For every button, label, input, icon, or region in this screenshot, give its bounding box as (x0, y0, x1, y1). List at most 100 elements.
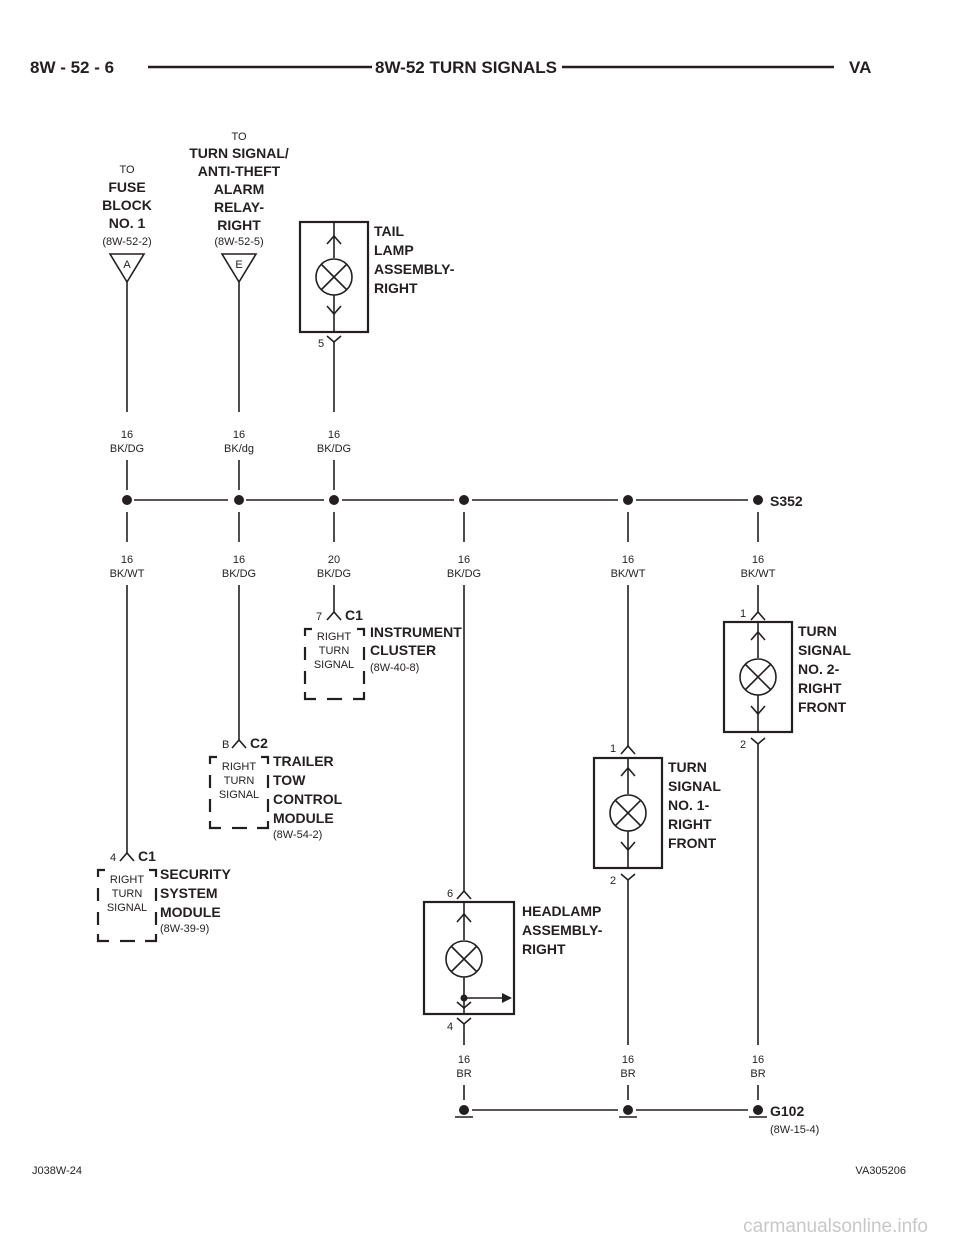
svg-text:TURN: TURN (668, 759, 707, 775)
wire-label-lower-2: 16 BK/DG (222, 554, 256, 580)
svg-text:TURN SIGNAL/: TURN SIGNAL/ (189, 145, 289, 161)
header-title: 8W-52 TURN SIGNALS (375, 58, 557, 77)
svg-text:BK/dg: BK/dg (224, 443, 254, 455)
svg-text:(8W-39-9): (8W-39-9) (160, 923, 209, 935)
svg-text:TO: TO (231, 131, 247, 143)
tail-lamp-pin: 5 (318, 338, 324, 350)
svg-text:BK/DG: BK/DG (317, 568, 351, 580)
svg-text:16: 16 (622, 1054, 634, 1066)
svg-text:RIGHT: RIGHT (668, 816, 712, 832)
splice-node-6 (753, 495, 763, 505)
trailer-pin-terminal (231, 738, 247, 749)
svg-text:TURN: TURN (319, 645, 350, 657)
security-connector: C1 (138, 848, 156, 864)
svg-text:(8W-54-2): (8W-54-2) (273, 829, 322, 841)
security-label: SECURITY SYSTEM MODULE (8W-39-9) (160, 866, 231, 935)
svg-text:RIGHT: RIGHT (217, 217, 261, 233)
svg-text:TURN: TURN (798, 623, 837, 639)
ground-node-1 (455, 1105, 473, 1118)
cluster-signal-label: RIGHT TURN SIGNAL (314, 631, 354, 671)
svg-text:16: 16 (458, 554, 470, 566)
svg-text:BK/WT: BK/WT (741, 568, 776, 580)
trailer-pin: B (222, 739, 229, 751)
svg-text:16: 16 (752, 1054, 764, 1066)
svg-text:BK/DG: BK/DG (317, 443, 351, 455)
splice-node-3 (329, 495, 339, 505)
svg-text:RIGHT: RIGHT (522, 941, 566, 957)
turn-signal-1-label: TURN SIGNAL NO. 1- RIGHT FRONT (668, 759, 721, 851)
svg-text:(8W-52-2): (8W-52-2) (102, 236, 151, 248)
svg-text:RIGHT: RIGHT (222, 761, 257, 773)
svg-text:RIGHT: RIGHT (798, 680, 842, 696)
svg-text:SECURITY: SECURITY (160, 866, 231, 882)
turn-signal-2-bulb-icon (739, 622, 777, 732)
fuse-block-pin: A (123, 259, 131, 271)
splice-node-1 (122, 495, 132, 505)
svg-text:CONTROL: CONTROL (273, 791, 343, 807)
svg-text:RIGHT: RIGHT (317, 631, 352, 643)
trailer-connector: C2 (250, 735, 268, 751)
footer-right-code: VA305206 (855, 1165, 906, 1177)
wire-label-ground-3: 16 BR (750, 1054, 765, 1080)
svg-text:BR: BR (620, 1068, 635, 1080)
splice-node-2 (234, 495, 244, 505)
security-pin-terminal (119, 851, 135, 862)
cluster-dashed-box (303, 627, 366, 701)
security-signal-label: RIGHT TURN SIGNAL (107, 874, 147, 914)
wire-label-ground-2: 16 BR (620, 1054, 635, 1080)
svg-text:TURN: TURN (112, 888, 143, 900)
fuse-block-label: TO FUSE BLOCK NO. 1 (8W-52-2) (102, 164, 152, 248)
svg-text:16: 16 (752, 554, 764, 566)
svg-text:BR: BR (456, 1068, 471, 1080)
svg-text:FRONT: FRONT (668, 835, 717, 851)
relay-connector-triangle (220, 253, 258, 284)
svg-text:16: 16 (622, 554, 634, 566)
wire-label-lower-5: 16 BK/WT (611, 554, 646, 580)
svg-text:BK/DG: BK/DG (447, 568, 481, 580)
svg-text:LAMP: LAMP (374, 242, 414, 258)
svg-text:SIGNAL: SIGNAL (219, 789, 259, 801)
svg-text:16: 16 (233, 554, 245, 566)
headlamp-pin-bottom: 4 (447, 1021, 453, 1033)
ground-node-3 (749, 1105, 767, 1118)
trailer-dashed-box (208, 755, 270, 830)
turn-signal-2-top-terminal (750, 610, 766, 621)
tail-lamp-label: TAIL LAMP ASSEMBLY- RIGHT (374, 223, 455, 296)
wire-label-lower-4: 16 BK/DG (447, 554, 481, 580)
svg-text:(8W-52-5): (8W-52-5) (214, 236, 263, 248)
svg-text:BLOCK: BLOCK (102, 197, 152, 213)
svg-text:SIGNAL: SIGNAL (798, 642, 851, 658)
trailer-signal-label: RIGHT TURN SIGNAL (219, 761, 259, 801)
fuse-block-connector-triangle (108, 253, 146, 284)
tail-lamp-pin-terminal (326, 335, 342, 344)
svg-text:BK/DG: BK/DG (110, 443, 144, 455)
security-pin: 4 (110, 852, 116, 864)
ground-node-2 (619, 1105, 637, 1118)
headlamp-bulb-icon (445, 902, 512, 1014)
trailer-label: TRAILER TOW CONTROL MODULE (8W-54-2) (273, 753, 343, 841)
ground-label-g102: G102 (770, 1103, 804, 1119)
svg-text:SYSTEM: SYSTEM (160, 885, 218, 901)
turn-signal-1-bottom-terminal (620, 873, 636, 882)
svg-text:SIGNAL: SIGNAL (107, 902, 147, 914)
svg-text:RELAY-: RELAY- (214, 199, 264, 215)
headlamp-box (422, 900, 516, 1016)
headlamp-label: HEADLAMP ASSEMBLY- RIGHT (522, 903, 603, 957)
svg-text:TAIL: TAIL (374, 223, 405, 239)
svg-text:RIGHT: RIGHT (374, 280, 418, 296)
relay-pin: E (235, 259, 242, 271)
footer-watermark: carmanualsonline.info (743, 1216, 928, 1237)
svg-text:MODULE: MODULE (273, 810, 334, 826)
turn-signal-2-pin-bottom: 2 (740, 739, 746, 751)
wire-label-upper-1: 16 BK/DG (110, 429, 144, 455)
svg-text:TRAILER: TRAILER (273, 753, 334, 769)
security-dashed-box (96, 868, 158, 943)
header-page-number: 8W - 52 - 6 (30, 58, 114, 77)
splice-node-4 (459, 495, 469, 505)
svg-text:NO. 2-: NO. 2- (798, 661, 840, 677)
svg-text:FUSE: FUSE (108, 179, 145, 195)
turn-signal-1-top-terminal (620, 744, 636, 755)
headlamp-bottom-terminal (456, 1017, 472, 1026)
turn-signal-2-label: TURN SIGNAL NO. 2- RIGHT FRONT (798, 623, 851, 715)
splice-node-5 (623, 495, 633, 505)
